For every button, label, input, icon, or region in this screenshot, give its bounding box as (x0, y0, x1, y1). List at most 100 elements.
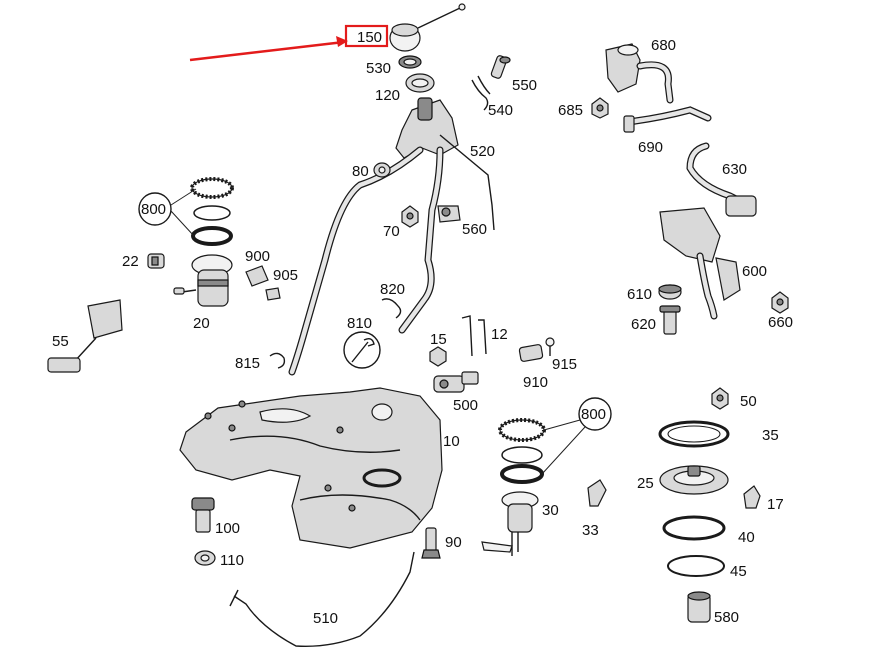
label-550[interactable]: 550 (512, 77, 537, 94)
label-70[interactable]: 70 (383, 223, 400, 240)
label-55[interactable]: 55 (52, 333, 69, 350)
label-660[interactable]: 660 (768, 314, 793, 331)
label-110[interactable]: 110 (220, 552, 244, 569)
label-820[interactable]: 820 (380, 281, 405, 298)
label-25[interactable]: 25 (637, 475, 654, 492)
label-560[interactable]: 560 (462, 221, 487, 238)
label-500[interactable]: 500 (453, 397, 478, 414)
label-810[interactable]: 810 (347, 315, 372, 332)
purge-valve-680[interactable] (605, 43, 674, 104)
lock-ring-upper-left[interactable] (190, 177, 234, 199)
label-815[interactable]: 815 (235, 355, 260, 372)
label-510[interactable]: 510 (313, 610, 338, 627)
label-900[interactable]: 900 (245, 248, 270, 265)
hose-690[interactable] (623, 106, 712, 133)
label-30[interactable]: 30 (542, 502, 559, 519)
connector-905[interactable] (265, 287, 281, 301)
ring-35[interactable] (658, 420, 730, 448)
label-690[interactable]: 690 (638, 139, 663, 156)
label-90[interactable]: 90 (445, 534, 462, 551)
label-50[interactable]: 50 (740, 393, 757, 410)
strap-510[interactable] (229, 551, 415, 647)
ring-45[interactable] (667, 555, 725, 577)
seal-upper-left[interactable] (193, 205, 231, 221)
label-17[interactable]: 17 (767, 496, 784, 513)
highlight-arrow-head (336, 36, 348, 47)
seal-530-hole (403, 58, 417, 66)
highlight-box[interactable] (344, 24, 389, 48)
label-22[interactable]: 22 (122, 253, 139, 270)
label-630[interactable]: 630 (722, 161, 747, 178)
label-685[interactable]: 685 (558, 102, 583, 119)
drain-plug-100[interactable] (191, 497, 215, 533)
fuel-pump-20[interactable] (173, 254, 233, 307)
label-80[interactable]: 80 (352, 163, 369, 180)
label-40[interactable]: 40 (738, 529, 755, 546)
filler-neck-520[interactable] (395, 97, 495, 231)
flange-ring-lower[interactable] (500, 464, 544, 484)
grommet-80[interactable] (373, 162, 391, 178)
label-800-right[interactable]: 800 (581, 406, 606, 423)
nut-15[interactable] (429, 346, 447, 367)
label-905[interactable]: 905 (273, 267, 298, 284)
fitting-33[interactable] (587, 479, 607, 507)
fuel-pump-30[interactable] (481, 491, 539, 556)
label-100[interactable]: 100 (215, 520, 240, 537)
flange-ring-upper-left[interactable] (191, 226, 233, 246)
clip-820[interactable] (381, 298, 402, 319)
washer-110[interactable] (194, 550, 216, 566)
label-45[interactable]: 45 (730, 563, 747, 580)
highlight-callout: 150 (189, 24, 389, 62)
label-680[interactable]: 680 (651, 37, 676, 54)
filler-cap-150[interactable] (389, 3, 466, 52)
bolt-90[interactable] (421, 527, 441, 559)
level-sender-55[interactable] (47, 299, 123, 373)
sensor-910[interactable] (518, 344, 544, 362)
label-620[interactable]: 620 (631, 316, 656, 333)
label-120[interactable]: 120 (375, 87, 400, 104)
seal-lower[interactable] (501, 446, 543, 464)
clip-560[interactable] (437, 205, 461, 223)
label-150[interactable]: 150 (357, 29, 382, 46)
clip-22[interactable] (147, 253, 165, 269)
sender-flange-25[interactable] (659, 465, 729, 495)
label-12[interactable]: 12 (491, 326, 508, 343)
valve-500[interactable] (433, 371, 479, 393)
fuel-tank-10[interactable] (179, 387, 443, 549)
label-20[interactable]: 20 (193, 315, 210, 332)
label-910[interactable]: 910 (523, 374, 548, 391)
ring-120-hole (411, 78, 429, 88)
label-800-left[interactable]: 800 (141, 201, 166, 218)
label-33[interactable]: 33 (582, 522, 599, 539)
canister-600[interactable] (659, 207, 741, 320)
label-15[interactable]: 15 (430, 331, 447, 348)
label-530[interactable]: 530 (366, 60, 391, 77)
nut-660[interactable] (771, 291, 789, 314)
fitting-17[interactable] (743, 485, 761, 509)
clip-815[interactable] (269, 352, 286, 369)
clip-540[interactable] (471, 75, 491, 111)
bracket-12[interactable] (461, 315, 487, 357)
label-35[interactable]: 35 (762, 427, 779, 444)
lock-ring-lower[interactable] (498, 418, 546, 442)
bolt-620[interactable] (659, 305, 681, 335)
label-580[interactable]: 580 (714, 609, 739, 626)
nut-70[interactable] (401, 205, 419, 228)
sensor-900[interactable] (245, 265, 269, 287)
label-600[interactable]: 600 (742, 263, 767, 280)
label-10[interactable]: 10 (443, 433, 460, 450)
label-540[interactable]: 540 (488, 102, 513, 119)
label-915[interactable]: 915 (552, 356, 577, 373)
grommet-610[interactable] (658, 284, 682, 300)
filter-580[interactable] (687, 591, 711, 623)
wrench-icon-810[interactable] (343, 331, 381, 369)
label-520[interactable]: 520 (470, 143, 495, 160)
ring-40[interactable] (662, 515, 726, 541)
hose-630[interactable] (686, 142, 757, 217)
nut-685[interactable] (591, 97, 609, 119)
screw-915[interactable] (545, 337, 555, 356)
callout-800-left (138, 188, 197, 237)
label-610[interactable]: 610 (627, 286, 652, 303)
grommet-550[interactable] (490, 55, 511, 79)
nut-50[interactable] (711, 387, 729, 410)
